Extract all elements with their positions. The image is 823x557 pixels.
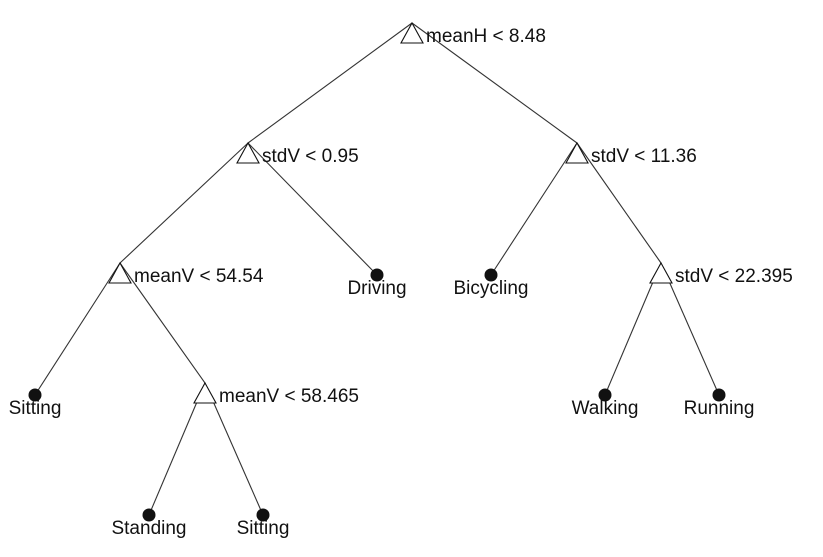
split-condition: stdV < 0.95 (262, 146, 359, 167)
triangle-icon (400, 21, 424, 44)
leaf-dot-icon (370, 268, 384, 282)
split-node: stdV < 0.95 (236, 141, 359, 167)
split-condition: meanV < 54.54 (134, 266, 264, 287)
tree-edge (411, 22, 578, 144)
tree-edge (119, 262, 206, 384)
tree-edges (34, 22, 720, 516)
leaf-node: Bicycling (454, 268, 529, 299)
leaf-node: Running (684, 388, 755, 419)
split-condition: meanV < 58.465 (219, 386, 359, 407)
leaf-dot-icon (712, 388, 726, 402)
tree-edge (247, 142, 378, 276)
leaf-node: Standing (111, 508, 187, 539)
triangle-icon (565, 141, 589, 164)
leaf-class-label: Driving (347, 278, 406, 299)
tree-edge (576, 142, 662, 264)
split-node: meanH < 8.48 (400, 21, 546, 47)
leaf-dot-icon (484, 268, 498, 282)
triangle-icon (193, 381, 217, 404)
tree-edge (490, 142, 578, 276)
split-condition: stdV < 11.36 (591, 146, 697, 167)
triangle-icon (649, 261, 673, 284)
tree-edge (148, 382, 206, 516)
leaf-dot-icon (28, 388, 42, 402)
tree-edge (119, 142, 249, 264)
split-node: stdV < 11.36 (565, 141, 697, 167)
leaf-dot-icon (598, 388, 612, 402)
leaf-class-label: Walking (572, 398, 639, 419)
triangle-icon (108, 261, 132, 284)
tree-edge (34, 262, 121, 396)
leaf-class-label: Sitting (9, 398, 62, 419)
tree-edge (604, 262, 662, 396)
tree-edge (247, 22, 413, 144)
leaf-dot-icon (256, 508, 270, 522)
leaf-dot-icon (142, 508, 156, 522)
triangle-icon (236, 141, 260, 164)
leaf-node: Sitting (9, 388, 62, 419)
leaf-node: Driving (347, 268, 407, 299)
leaf-class-label: Sitting (237, 518, 290, 539)
leaf-node: Sitting (237, 508, 290, 539)
tree-edge (204, 382, 264, 516)
leaf-class-label: Running (684, 398, 755, 419)
split-condition: meanH < 8.48 (426, 26, 546, 47)
split-condition: stdV < 22.395 (675, 266, 793, 287)
split-node: meanV < 54.54 (108, 261, 264, 287)
tree-nodes: meanH < 8.48 stdV < 0.95 stdV < 11.36 meanV… (9, 21, 793, 539)
split-node: stdV < 22.395 (649, 261, 793, 287)
leaf-node: Walking (572, 388, 639, 419)
tree-edge (660, 262, 720, 396)
split-node: meanV < 58.465 (193, 381, 359, 407)
leaf-class-label: Standing (111, 518, 186, 539)
leaf-class-label: Bicycling (454, 278, 529, 299)
